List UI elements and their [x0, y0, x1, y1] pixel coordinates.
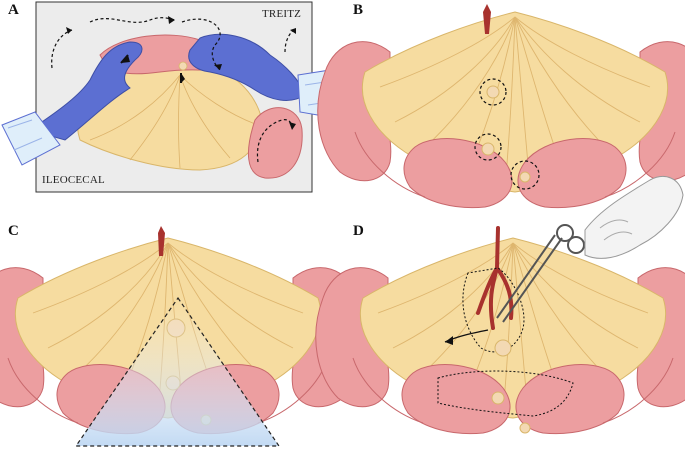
panel-label-d: D — [353, 223, 364, 239]
treitz-label: TREITZ — [262, 8, 302, 20]
direction-arrow-icon — [51, 17, 297, 163]
panel-label-c: C — [8, 223, 19, 239]
gloved-hand-icon — [584, 176, 684, 259]
surgical-clamp-icon — [496, 224, 585, 323]
panel-c — [0, 226, 366, 447]
ileocecal-label: ILEOCECAL — [42, 174, 105, 186]
gloved-hand-icon — [1, 41, 143, 166]
panel-label-a: A — [8, 2, 19, 18]
panel-a — [1, 1, 336, 193]
direction-arrow-icon — [445, 336, 453, 345]
panel-label-b: B — [353, 2, 364, 18]
resection-triangle — [74, 296, 281, 447]
panel-d — [315, 226, 685, 435]
panel-b — [317, 4, 685, 209]
